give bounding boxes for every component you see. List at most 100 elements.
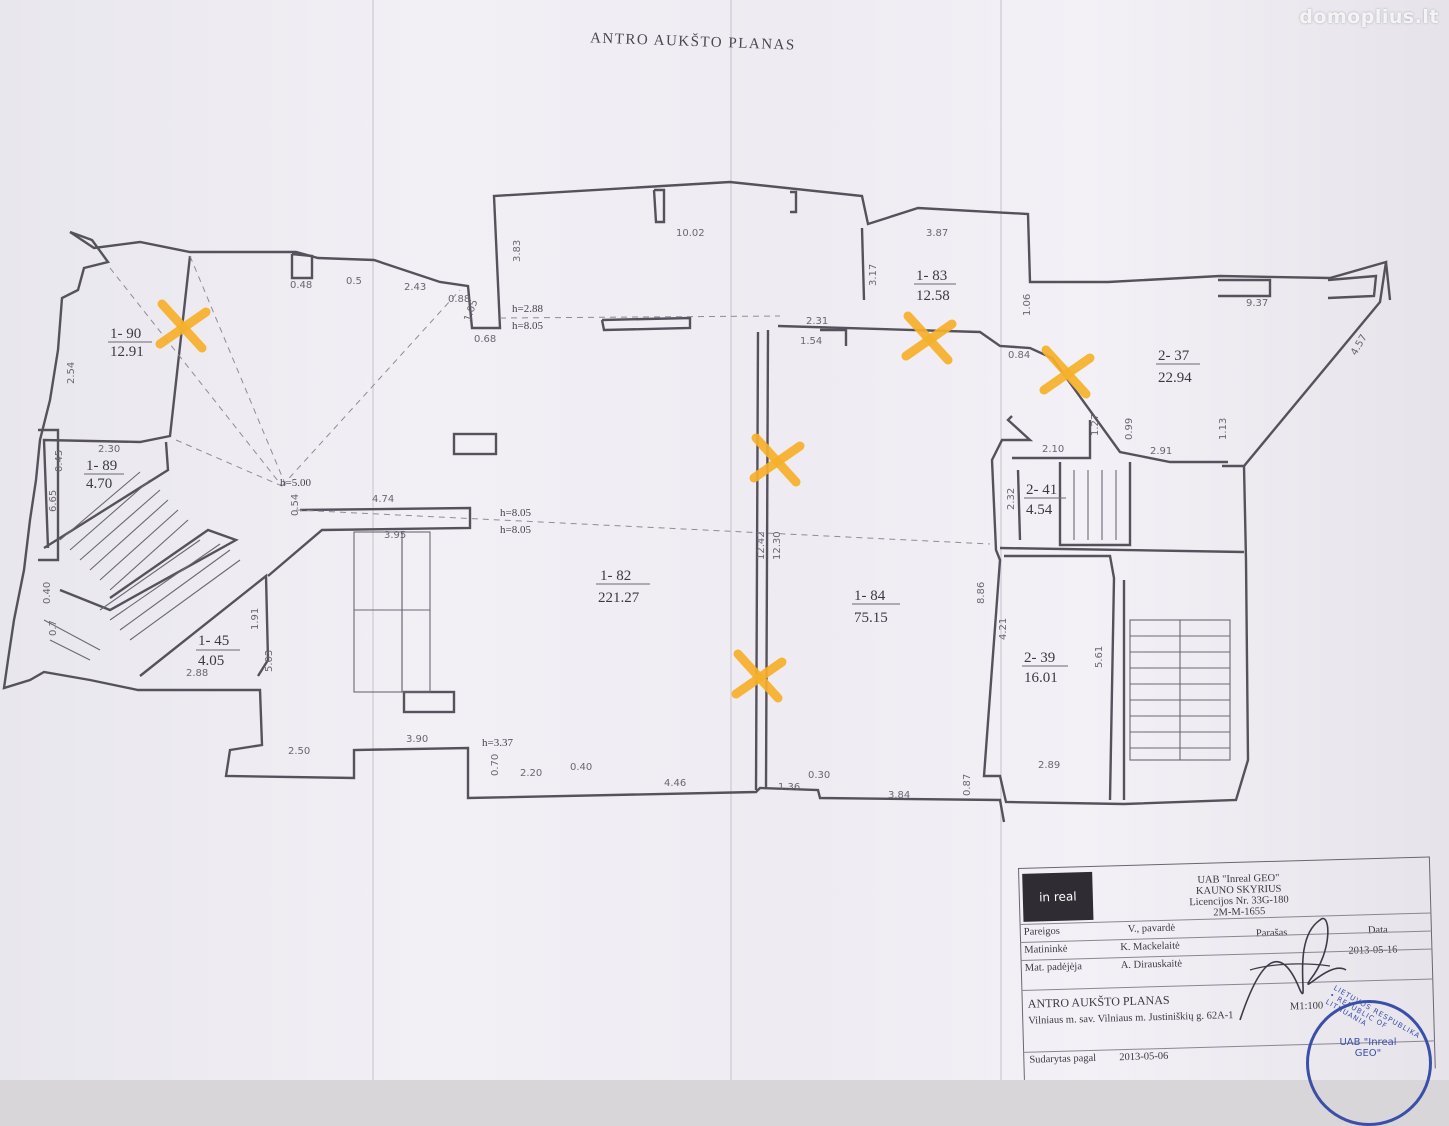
dimension-label: 0.84	[1008, 350, 1030, 361]
room-code: 2- 39	[1024, 650, 1055, 666]
room-label-underlines	[84, 283, 1200, 667]
signer-name: A. Dirauskaitė	[1120, 958, 1183, 972]
dimension-label: 0.70	[490, 754, 501, 776]
signer-name: K. Mackelaitė	[1120, 940, 1180, 954]
dimension-label: 1.13	[1218, 418, 1229, 440]
room-area: 221.27	[598, 590, 640, 606]
address: Vilniaus m. sav. Vilniaus m. Justiniškių…	[1028, 1010, 1234, 1027]
dimension-label: 10.02	[676, 228, 705, 239]
dimension-label: 3.90	[406, 734, 428, 745]
dimension-label: 4.74	[372, 494, 394, 505]
drawing-sheet	[0, 0, 1449, 1080]
dimension-label: 1.06	[1022, 294, 1033, 316]
dimension-label: 2.89	[1038, 760, 1060, 771]
dimension-label: 0.5	[346, 276, 362, 287]
floor-plan: 1- 90 12.91 1- 89 4.70 1- 45 4.05 1- 82 …	[2, 180, 1392, 823]
dimension-label: 0.48	[290, 280, 312, 291]
dimension-label: 2.54	[66, 362, 77, 384]
dimension-label: 0.54	[290, 494, 301, 516]
height-label: h=8.05	[500, 507, 531, 519]
dimension-label: 0.68	[474, 334, 496, 345]
signer-position: Mat. padėjėja	[1024, 961, 1083, 974]
dimension-label: 0.40	[42, 582, 53, 604]
paper-fold	[372, 0, 374, 1080]
dimension-label: 0.88	[448, 294, 470, 305]
room-code: 2- 41	[1026, 482, 1057, 498]
header-position: Pareigos	[1023, 925, 1061, 938]
height-label: h=8.05	[512, 320, 543, 332]
room-area: 4.05	[198, 653, 224, 669]
dimension-label: 2.10	[1042, 444, 1064, 455]
x-marker	[749, 433, 805, 487]
company-logo: in real	[1022, 871, 1094, 922]
stamp-center-text: UAB "Inreal GEO"	[1339, 1037, 1397, 1059]
dimension-label: 0.99	[1124, 418, 1135, 440]
room-area: 4.54	[1026, 502, 1053, 518]
staircase-right	[1073, 470, 1231, 761]
company-stamp: LIETUVOS RESPUBLIKA • REPUBLIC OF LITHUA…	[1306, 984, 1432, 1126]
dimension-label: 2.43	[404, 282, 426, 293]
room-area: 16.01	[1024, 670, 1058, 686]
room-code: 1- 84	[854, 588, 886, 604]
dimension-label: 3.17	[868, 264, 879, 286]
room-area: 4.70	[86, 476, 112, 492]
dimension-label: 1.36	[778, 782, 800, 793]
room-code: 1- 83	[916, 268, 947, 284]
dimension-label: 5.03	[264, 650, 275, 672]
dimension-label: 2.88	[186, 668, 208, 679]
prepared-label: Sudarytas pagal	[1029, 1052, 1097, 1066]
room-code: 1- 90	[110, 326, 141, 342]
dimension-label: 3.84	[888, 790, 910, 801]
x-marker	[731, 649, 787, 703]
dimension-label: 0.45	[54, 450, 65, 472]
dimension-label: 2.32	[1006, 488, 1017, 510]
dimension-label: 1.91	[250, 608, 261, 630]
exterior-walls	[2, 180, 1392, 823]
signer-position: Matininkė	[1024, 943, 1068, 956]
dimension-label: 3.83	[512, 240, 523, 262]
x-marker	[155, 299, 211, 353]
height-label: h=8.05	[500, 524, 531, 536]
height-label: h=3.37	[482, 737, 513, 749]
dimension-label: 2.30	[98, 444, 120, 455]
paper-fold	[1000, 0, 1002, 1080]
room-code: 1- 89	[86, 458, 117, 474]
height-label: h=5.00	[280, 477, 311, 489]
dimension-label: 0.7	[48, 620, 59, 636]
height-label: h=2.88	[512, 303, 543, 315]
room-area: 75.15	[854, 610, 888, 626]
ceiling-lines	[109, 255, 991, 545]
header-name: V., pavardė	[1127, 922, 1176, 935]
signature	[1239, 917, 1347, 1021]
dimension-label: 2.50	[288, 746, 310, 757]
room-area: 12.58	[916, 288, 950, 304]
dimension-label: 1.54	[800, 336, 822, 347]
dimension-label: 5.61	[1094, 646, 1105, 668]
dimension-label: 2.31	[806, 316, 828, 327]
dimension-label: 2.91	[1150, 446, 1172, 457]
dimension-label: 2.20	[520, 768, 542, 779]
dimension-label: 0.40	[570, 762, 592, 773]
dimension-label: 4.21	[998, 618, 1009, 640]
ceiling-heights: h=2.88 h=8.05 h=5.00 h=8.05 h=8.05 h=3.3…	[280, 303, 543, 749]
x-marker	[1039, 345, 1095, 399]
dimension-label: 1.27	[1090, 414, 1101, 436]
room-area: 12.91	[110, 344, 144, 360]
demolition-markers	[155, 299, 1095, 703]
interior-walls	[38, 188, 1378, 801]
dimension-label: 8.86	[976, 582, 987, 604]
room-code: 1- 82	[600, 568, 631, 584]
room-area: 22.94	[1158, 370, 1192, 386]
dimension-label: 0.30	[808, 770, 830, 781]
room-code: 1- 45	[198, 633, 229, 649]
room-code: 2- 37	[1158, 348, 1190, 364]
dimension-label: 0.87	[962, 774, 973, 796]
dimension-label: 9.37	[1246, 298, 1268, 309]
dimension-label: 3.87	[926, 228, 948, 239]
prepared-date: 2013-05-06	[1119, 1050, 1169, 1064]
dimension-label: 12.42	[756, 531, 767, 560]
room-labels: 1- 90 12.91 1- 89 4.70 1- 45 4.05 1- 82 …	[86, 268, 1192, 686]
dimension-label: 12.30	[772, 531, 783, 560]
x-marker	[901, 311, 957, 365]
